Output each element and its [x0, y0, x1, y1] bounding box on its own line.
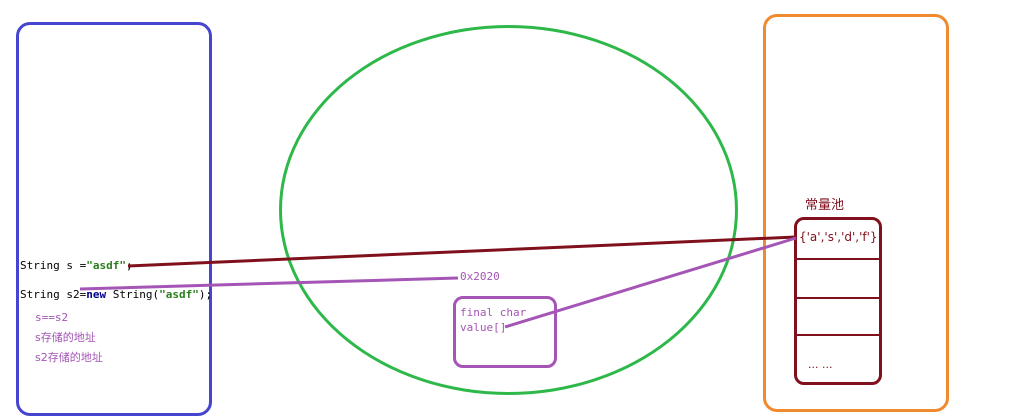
code-end-s2: ); [198, 288, 213, 301]
method-area-box [763, 14, 949, 412]
pool-entry-ellipsis: ... ... [808, 358, 833, 371]
s-reference-arrow [127, 235, 797, 268]
heap-ellipse [279, 25, 738, 395]
constant-pool-table [794, 217, 882, 385]
new-keyword: new [86, 288, 107, 301]
value-array-reference-arrow [504, 236, 797, 329]
table-row-divider [797, 297, 879, 299]
note-s2-address: s2存储的地址 [35, 351, 103, 364]
stack-frame-box [16, 22, 212, 416]
string-literal-s2: "asdf" [159, 288, 199, 301]
constructor-call: String( [106, 288, 160, 301]
char-box-line1: final char [460, 306, 527, 319]
code-line-s2: String s2=new String("asdf"); [20, 288, 212, 301]
code-type-s: String s = [20, 259, 87, 272]
table-row-divider [797, 258, 879, 260]
s2-reference-arrow [79, 276, 459, 291]
char-box-line2: value[] [460, 321, 507, 334]
pool-entry-char-array: {'a','s','d','f'} [799, 230, 878, 244]
code-type-s2: String s2= [20, 288, 87, 301]
heap-address-label: 0x2020 [460, 270, 500, 283]
constant-pool-title: 常量池 [805, 198, 845, 213]
note-s-address: s存储的地址 [35, 331, 96, 344]
note-compare: s==s2 [35, 311, 69, 324]
char-array-box [453, 296, 557, 368]
table-row-divider [797, 334, 879, 336]
string-literal-s: "asdf" [86, 259, 126, 272]
